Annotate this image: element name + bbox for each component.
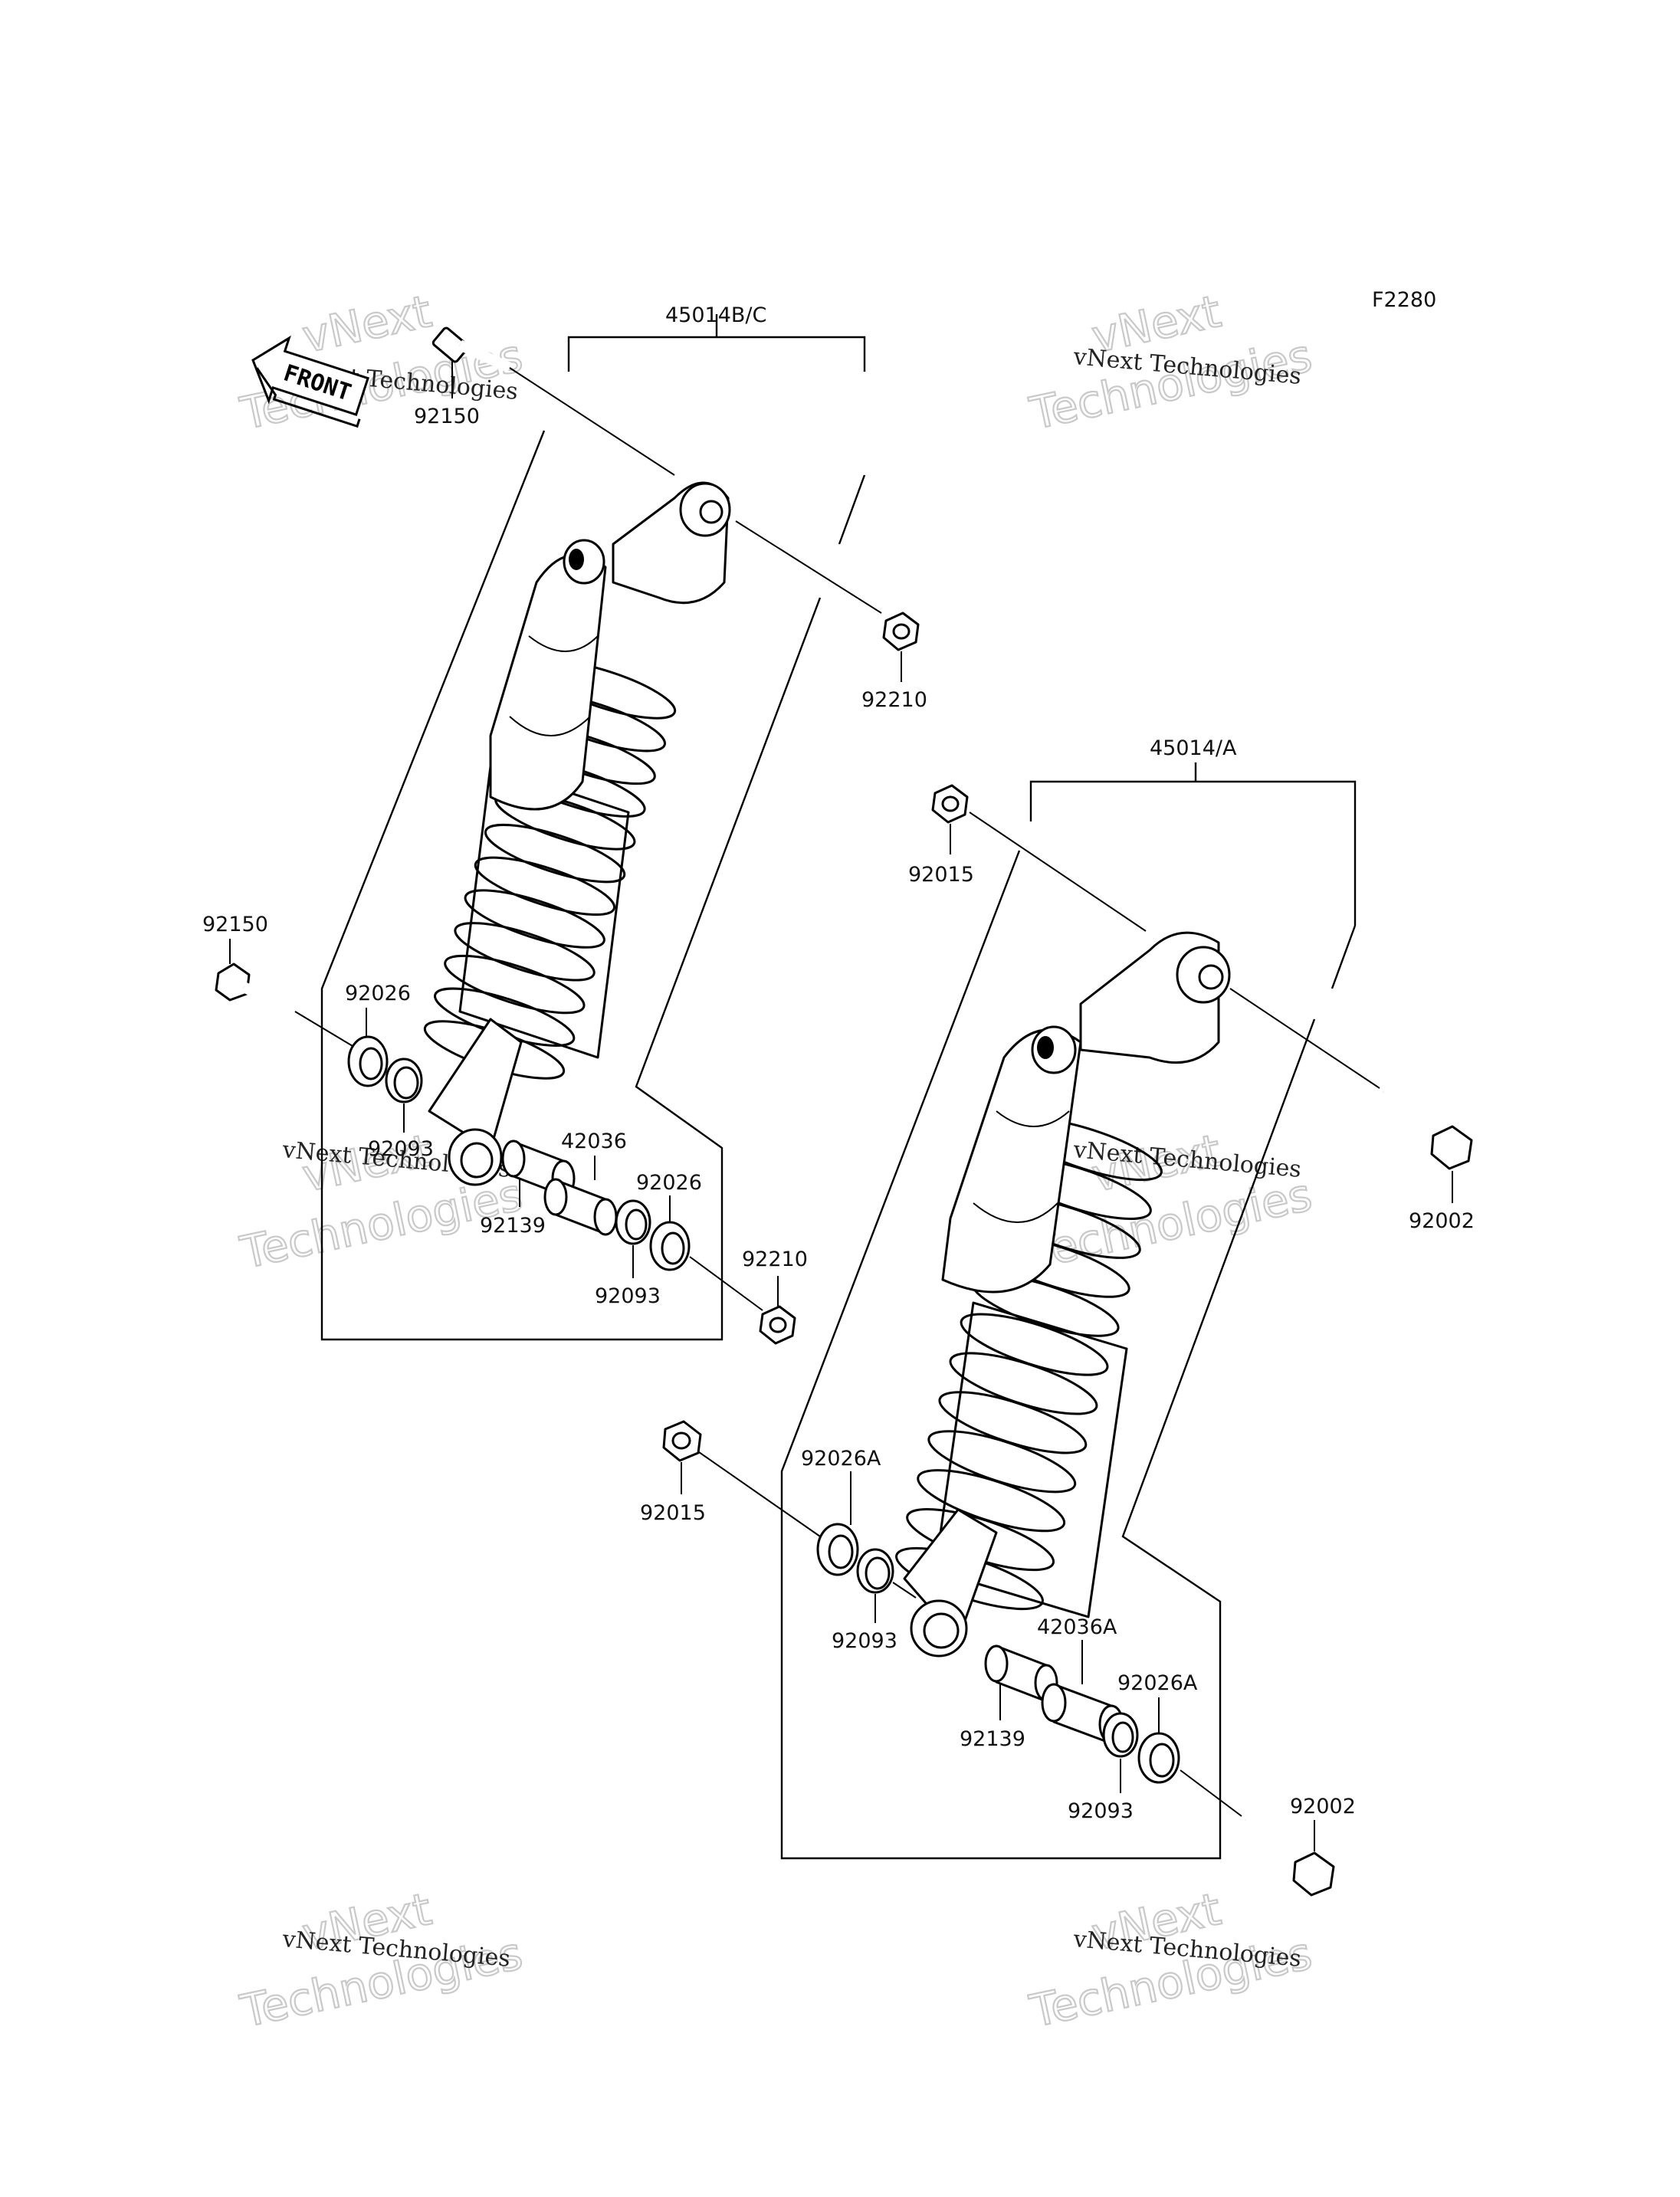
- upper-washer-left: [347, 1035, 389, 1087]
- label-upper-washer-left: 92026: [345, 982, 411, 1005]
- lower-washer-left: [816, 1523, 859, 1576]
- watermark-mid-right: vNext Technologies vNext Technologies: [1025, 1123, 1317, 1280]
- lower-nut-left: [662, 1420, 821, 1537]
- upper-leaders: [229, 360, 902, 1307]
- lower-assembly-bracket: [780, 762, 1357, 1860]
- lower-washer-right: [1137, 1732, 1242, 1817]
- spring-coil: [454, 922, 596, 982]
- label-lower-sleeve: 42036A: [1037, 1615, 1117, 1639]
- upper-washer-right: [649, 1221, 763, 1311]
- lower-seal-right: [1102, 1712, 1139, 1758]
- upper-assembly-bracket: [320, 314, 866, 1341]
- lower-bushing: [984, 1644, 1058, 1703]
- lower-bolt-right: [1229, 988, 1473, 1170]
- spring-coil: [444, 954, 586, 1015]
- label-upper-bolt-left: 92150: [202, 913, 268, 936]
- lower-leaders: [681, 824, 1453, 1851]
- label-lower-washer-right: 92026A: [1117, 1671, 1198, 1695]
- label-lower-bushing: 92139: [960, 1727, 1025, 1751]
- label-lower-washer-left: 92026A: [801, 1447, 881, 1471]
- upper-seal-right: [615, 1199, 651, 1245]
- figure-code: F2280: [1372, 288, 1436, 312]
- label-upper-bolt-top: 92150: [414, 405, 480, 428]
- label-assy-lower: 45014/A: [1150, 736, 1237, 760]
- upper-shock-absorber: [423, 481, 731, 1186]
- label-upper-seal-left: 92093: [368, 1137, 434, 1161]
- label-upper-bushing: 92139: [480, 1214, 546, 1238]
- label-lower-nut-top: 92015: [908, 863, 974, 887]
- watermark-bottom-left: vNext Technologies vNext Technologies: [235, 1882, 528, 2038]
- lower-nut-top: [931, 784, 1147, 932]
- spring-coil: [464, 889, 605, 949]
- lower-shock-absorber: [895, 931, 1231, 1658]
- upper-sleeve: [543, 1178, 618, 1236]
- lower-bolt-bottom: [1242, 1815, 1335, 1897]
- label-assy-upper: 45014B/C: [665, 303, 766, 327]
- label-upper-seal-right: 92093: [595, 1284, 661, 1308]
- upper-nut-top: [735, 520, 920, 651]
- watermark-top-right: vNext Technologies vNext Technologies: [1025, 284, 1317, 441]
- upper-bolt-left: [215, 962, 353, 1047]
- label-lower-seal-left: 92093: [832, 1629, 897, 1653]
- spring-coil: [474, 856, 616, 917]
- label-lower-bolt-bottom: 92002: [1290, 1795, 1356, 1818]
- spring-coil: [484, 823, 626, 884]
- label-lower-bolt-right: 92002: [1409, 1209, 1475, 1233]
- upper-seal-left: [385, 1058, 423, 1103]
- label-lower-nut-left: 92015: [640, 1501, 706, 1525]
- label-lower-seal-right: 92093: [1068, 1799, 1134, 1823]
- label-upper-sleeve: 42036: [561, 1130, 627, 1153]
- upper-bolt-top: [431, 326, 675, 476]
- label-upper-nut-right: 92210: [742, 1248, 808, 1271]
- lower-seal-left: [856, 1548, 917, 1599]
- label-upper-washer-right: 92026: [636, 1171, 702, 1195]
- watermark-bottom-right: vNext Technologies vNext Technologies: [1025, 1882, 1317, 2038]
- upper-nut-right: [759, 1305, 796, 1345]
- label-upper-nut-top: 92210: [861, 688, 927, 712]
